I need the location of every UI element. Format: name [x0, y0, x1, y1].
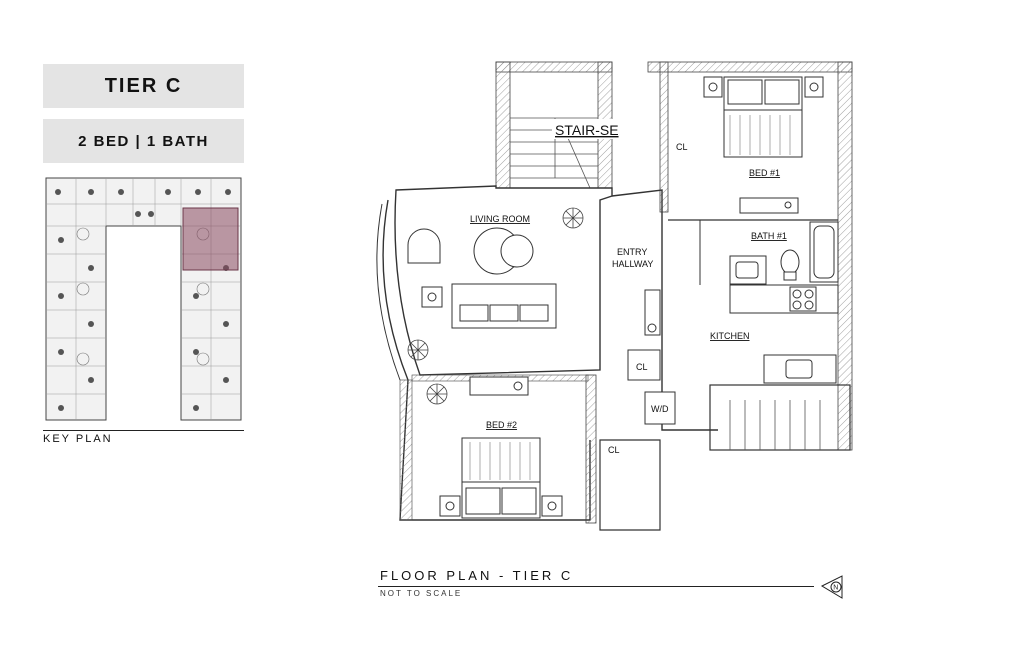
unit-summary: 2 BED | 1 BATH — [43, 119, 244, 163]
floor-plan-title: FLOOR PLAN - TIER C — [380, 568, 574, 583]
key-plan-map — [43, 174, 244, 424]
kitchen-counters — [729, 284, 839, 384]
title-rule — [378, 586, 814, 587]
bed1-nightstands — [703, 76, 824, 98]
bed2-nightstands — [439, 495, 563, 517]
label-washer-dryer: W/D — [651, 404, 669, 414]
label-bath1: BATH #1 — [751, 231, 787, 241]
stair-lower-treads — [729, 400, 821, 450]
label-hallway: HALLWAY — [612, 259, 653, 269]
bath-fixtures — [729, 221, 839, 285]
living-room-furniture — [407, 227, 557, 396]
label-bed2: BED #2 — [486, 420, 517, 430]
label-closet-hall: CL — [636, 362, 648, 372]
key-plan-label: KEY PLAN — [43, 430, 244, 445]
floor-plan-subtitle: NOT TO SCALE — [380, 589, 463, 598]
bed1-bed — [723, 76, 803, 158]
floor-plan-drawing: STAIR-SE LIVING ROOM ENTRY HALLWAY BED #… — [376, 61, 853, 531]
label-closet-bed1: CL — [676, 142, 688, 152]
hall-closet — [627, 289, 676, 425]
north-arrow-icon: N — [820, 575, 843, 599]
label-closet-bed2: CL — [608, 445, 620, 455]
svg-text:N: N — [833, 585, 838, 592]
label-living-room: LIVING ROOM — [470, 214, 530, 224]
key-plan-highlight — [182, 207, 239, 271]
bed2-bed — [461, 437, 541, 519]
label-bed1: BED #1 — [749, 168, 780, 178]
label-stair: STAIR-SE — [555, 122, 619, 138]
bed1-dresser — [739, 197, 799, 214]
label-kitchen: KITCHEN — [710, 331, 750, 341]
label-entry: ENTRY — [617, 247, 647, 257]
plants — [407, 207, 584, 405]
tier-title: TIER C — [43, 64, 244, 108]
